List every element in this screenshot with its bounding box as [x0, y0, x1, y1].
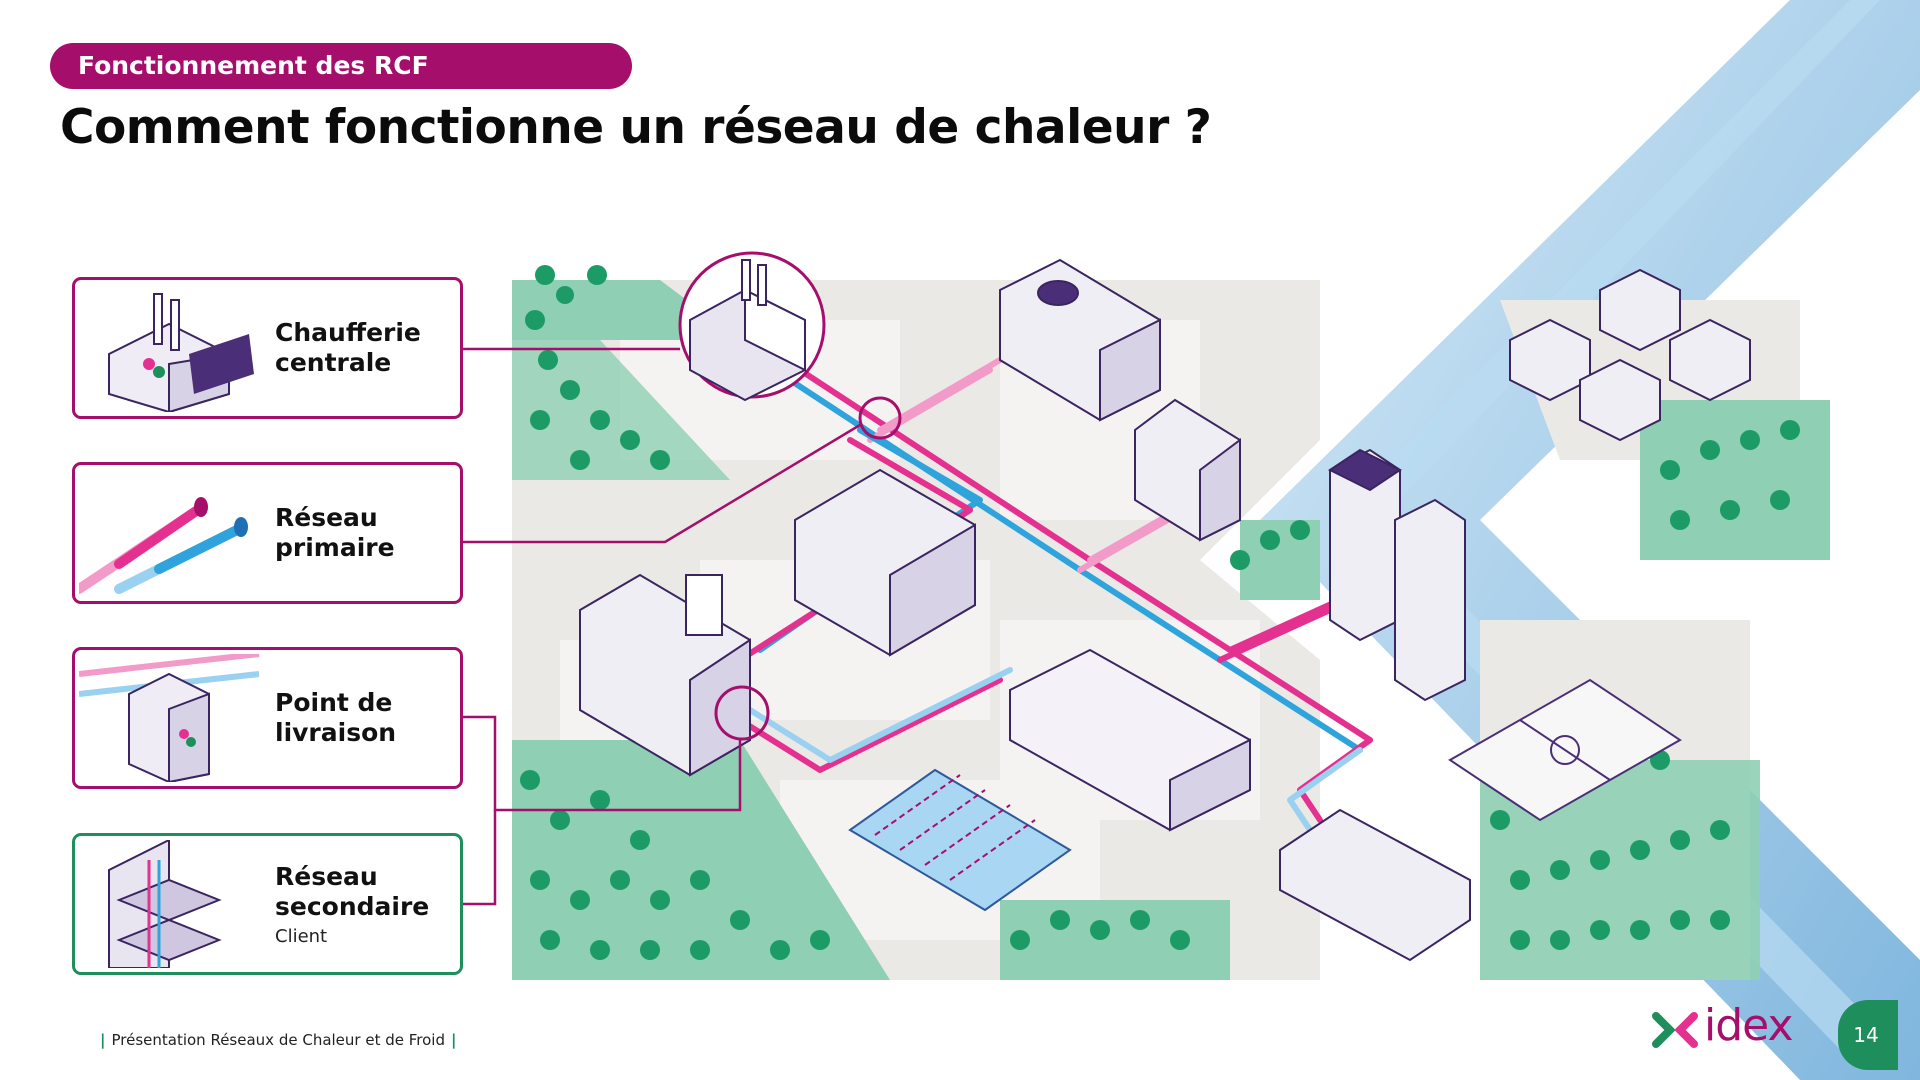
legend-card-primaire: Réseau primaire	[72, 462, 463, 604]
page-title: Comment fonctionne un réseau de chaleur …	[60, 100, 1212, 155]
chaufferie-line2: centrale	[275, 348, 392, 377]
secondaire-line2: secondaire	[275, 891, 430, 921]
livraison-line2: livraison	[275, 718, 397, 747]
primaire-line1: Réseau	[275, 503, 378, 532]
section-pill: Fonctionnement des RCF	[50, 43, 632, 89]
idex-logo-icon	[1652, 1012, 1698, 1048]
building-icon	[79, 654, 260, 782]
page-number: 14	[1838, 1000, 1898, 1070]
pipes-icon	[79, 497, 248, 594]
secondaire-sub: Client	[275, 925, 328, 947]
building-section-icon	[108, 840, 222, 968]
footer-bar-right: |	[451, 1031, 457, 1049]
legend-card-secondaire: Réseau secondaire Client	[72, 833, 463, 975]
chaufferie-line1: Chaufferie	[275, 318, 421, 347]
factory-icon	[108, 293, 254, 412]
footer-bar-left: |	[100, 1031, 106, 1049]
footer-text: | Présentation Réseaux de Chaleur et de F…	[94, 1031, 462, 1049]
secondaire-line1: Réseau	[275, 861, 378, 891]
footer-label: Présentation Réseaux de Chaleur et de Fr…	[111, 1031, 445, 1049]
section-title: Fonctionnement des RCF	[78, 51, 429, 80]
secondaire-label: Réseau secondaire Client	[275, 836, 429, 972]
primaire-line2: primaire	[275, 533, 395, 562]
legend-card-chaufferie: Chaufferie centrale	[72, 277, 463, 419]
brand-name: idex	[1704, 1000, 1793, 1051]
livraison-line1: Point de	[275, 688, 393, 717]
legend-card-livraison: Point de livraison	[72, 647, 463, 789]
chaufferie-label: Chaufferie centrale	[275, 280, 421, 416]
primaire-label: Réseau primaire	[275, 465, 395, 601]
livraison-label: Point de livraison	[275, 650, 396, 786]
